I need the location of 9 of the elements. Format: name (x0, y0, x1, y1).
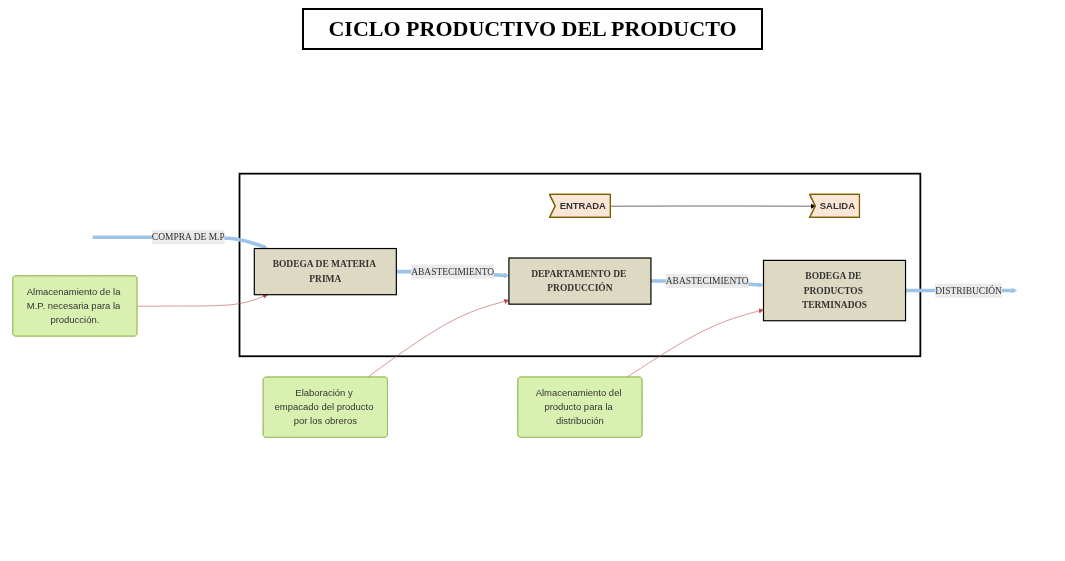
edge-label: COMPRA DE M.P (151, 231, 225, 243)
edge-label: ABASTECIMIENTO (665, 275, 749, 286)
node-box: BODEGA DE PRODUCTOS TERMINADOS (762, 259, 907, 322)
edge-label: ABASTECIMIENTO (411, 266, 495, 277)
cluster (238, 172, 922, 358)
node-box: BODEGA DE MATERIA PRIMA (253, 247, 397, 296)
edge-label: DISTRIBUCIÓN (935, 285, 1002, 296)
node-box: DEPARTAMENTO DE PRODUCCIÓN (508, 257, 652, 305)
diagram-title: CICLO PRODUCTIVO DEL PRODUCTO (302, 8, 763, 50)
